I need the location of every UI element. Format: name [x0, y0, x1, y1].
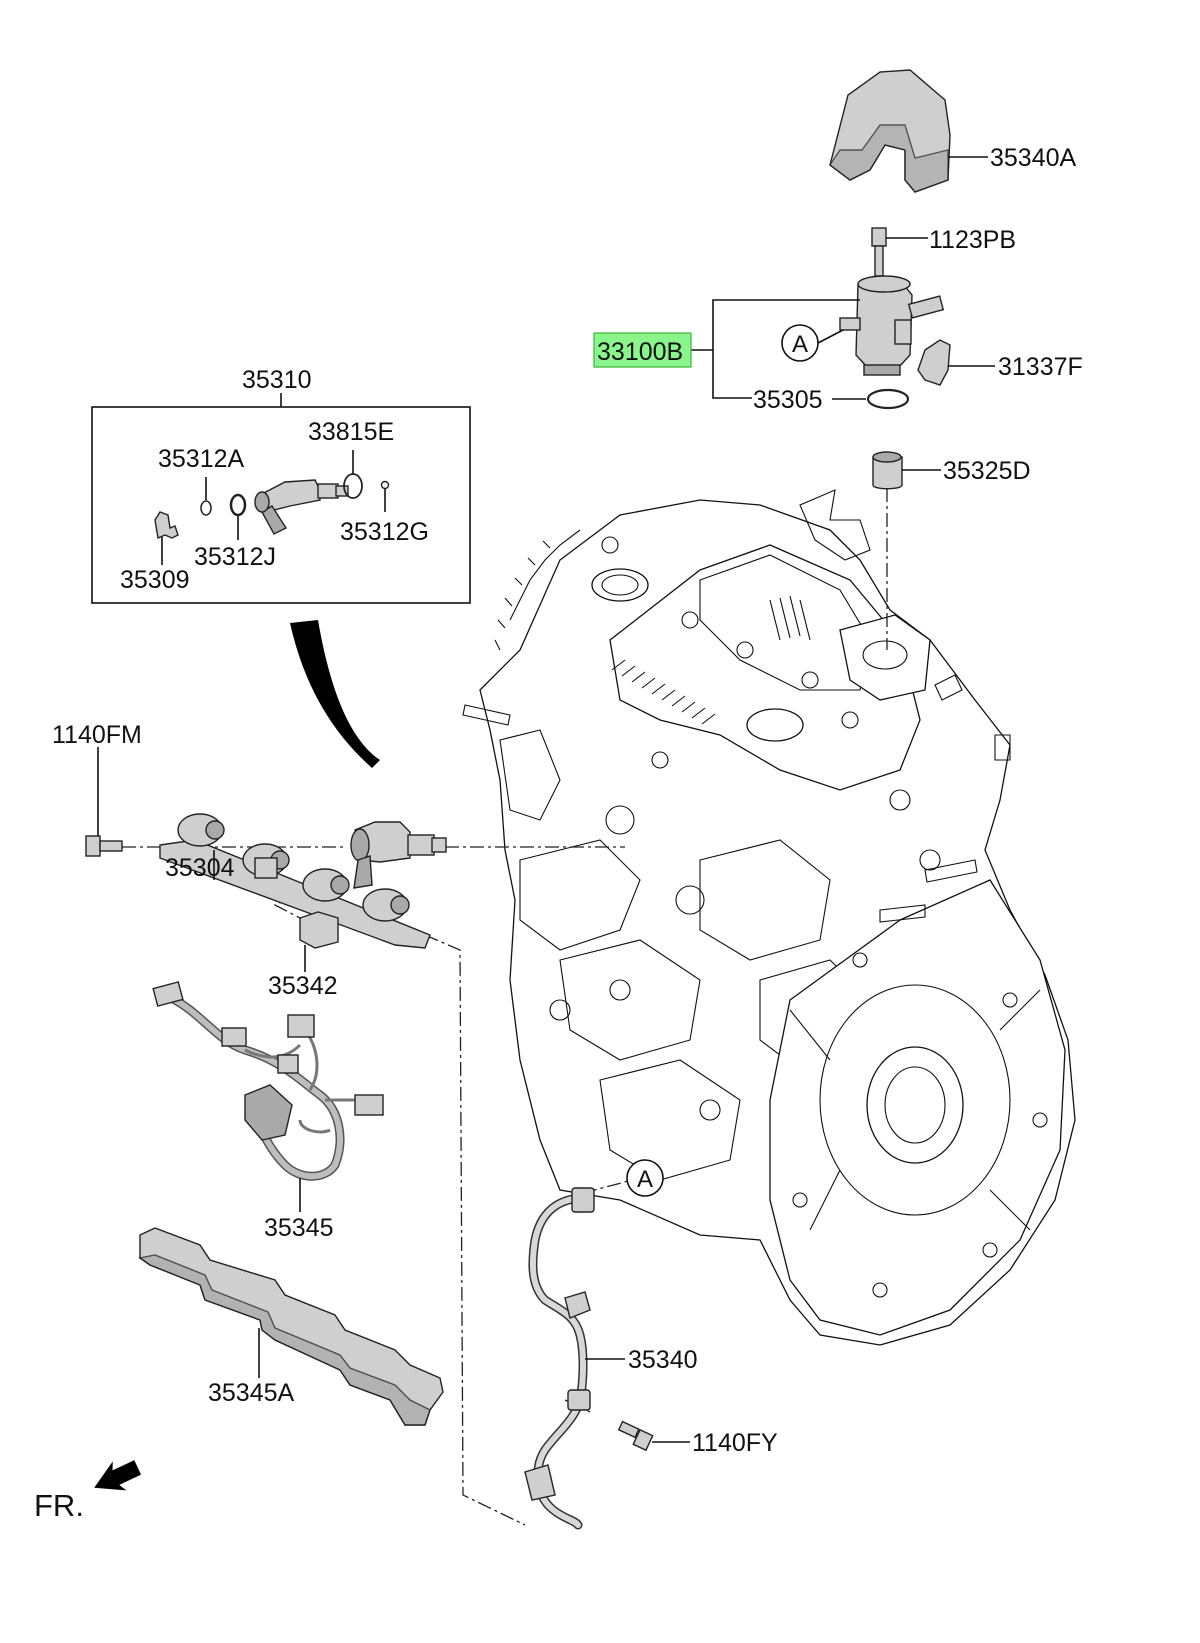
callout-35305[interactable]: 35305: [753, 386, 823, 414]
ring-35312G[interactable]: [380, 480, 390, 490]
ref-marker-a-top: [781, 324, 819, 362]
ref-marker-a-bottom-label: A: [637, 1166, 653, 1193]
callout-labels: 35340A 1123PB 33100B 31337F 35305 35325D…: [34, 144, 1083, 1523]
callout-35312G[interactable]: 35312G: [340, 518, 429, 546]
ref-marker-a-bottom: [626, 1159, 664, 1197]
lifter-35325D[interactable]: [872, 451, 903, 490]
callout-35325D[interactable]: 35325D: [943, 457, 1031, 485]
callout-1123PB[interactable]: 1123PB: [929, 226, 1016, 254]
wiring-harness-35345[interactable]: [152, 981, 384, 1181]
bolt-1140FM[interactable]: [85, 835, 123, 857]
bolt-1123PB[interactable]: [871, 227, 887, 277]
connector-31337F[interactable]: [917, 339, 951, 386]
callout-35309[interactable]: 35309: [120, 566, 190, 594]
callout-33815E[interactable]: 33815E: [308, 418, 394, 446]
detail-arrow: [290, 620, 380, 768]
injector-cover-35345A[interactable]: [138, 1227, 444, 1426]
callout-1140FM[interactable]: 1140FM: [52, 721, 142, 749]
callout-35310[interactable]: 35310: [242, 366, 312, 394]
callout-33100B[interactable]: 33100B: [597, 338, 683, 366]
callout-35312J[interactable]: 35312J: [194, 543, 276, 571]
fuel-pump-33100B[interactable]: [839, 275, 945, 376]
fuel-line-35340[interactable]: [524, 1187, 595, 1530]
callout-35342[interactable]: 35342: [268, 972, 338, 1000]
highlight-box: [593, 332, 692, 368]
bolt-1140FY[interactable]: [617, 1420, 654, 1452]
injector-exploded[interactable]: [350, 821, 447, 889]
engine-assembly: [462, 489, 1076, 1346]
callout-35304[interactable]: 35304: [165, 854, 235, 882]
washer-35312J[interactable]: [229, 493, 247, 517]
callout-1140FY[interactable]: 1140FY: [692, 1429, 778, 1457]
clip-35309[interactable]: [154, 511, 179, 539]
front-arrow-icon: [94, 1460, 142, 1491]
callout-35345[interactable]: 35345: [264, 1214, 334, 1242]
injector-detail[interactable]: [254, 479, 349, 535]
ring-35312A[interactable]: [200, 500, 212, 516]
fuel-rail-35304[interactable]: [159, 813, 431, 949]
callout-35340[interactable]: 35340: [628, 1346, 698, 1374]
callout-35345A[interactable]: 35345A: [208, 1379, 295, 1407]
callout-35312A[interactable]: 35312A: [158, 445, 245, 473]
injector-kit-box: [91, 393, 471, 604]
pump-cover-35340A[interactable]: [829, 69, 951, 193]
callout-31337F[interactable]: 31337F: [998, 353, 1083, 381]
callout-35340A[interactable]: 35340A: [990, 144, 1077, 172]
pressure-sensor-35342[interactable]: [299, 911, 339, 949]
ref-marker-a-top-label: A: [792, 331, 808, 358]
oring-35305[interactable]: [866, 388, 910, 410]
front-indicator-label: FR.: [34, 1488, 84, 1523]
